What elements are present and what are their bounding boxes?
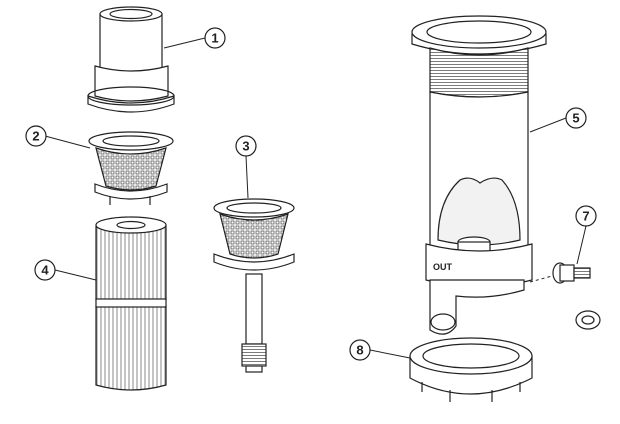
part-1-adapter: [87, 6, 175, 113]
callout-7: 7: [575, 205, 597, 227]
callout-8: 8: [349, 339, 371, 361]
callout-3: 3: [235, 135, 257, 157]
part-5-housing: OUT: [411, 15, 547, 335]
callout-4: 4: [34, 259, 56, 281]
part-8-lock-ring: [409, 337, 533, 402]
callout-1-label: 1: [211, 31, 218, 46]
callout-1: 1: [204, 27, 226, 49]
housing-out-marking: OUT: [433, 262, 453, 272]
callout-5-label: 5: [572, 111, 579, 126]
callout-7-label: 7: [582, 209, 589, 224]
part-7-drain-plug: [529, 262, 601, 330]
callout-2: 2: [25, 125, 47, 147]
callout-8-label: 8: [356, 343, 363, 358]
callout-5: 5: [565, 107, 587, 129]
part-2-basket: [88, 131, 174, 205]
callout-2-label: 2: [32, 129, 39, 144]
callout-3-label: 3: [242, 139, 249, 154]
part-4-cartridge: [95, 216, 167, 391]
callout-4-label: 4: [41, 263, 49, 278]
part-3-basket-stem: [213, 198, 295, 373]
leader-lines: [44, 37, 587, 359]
